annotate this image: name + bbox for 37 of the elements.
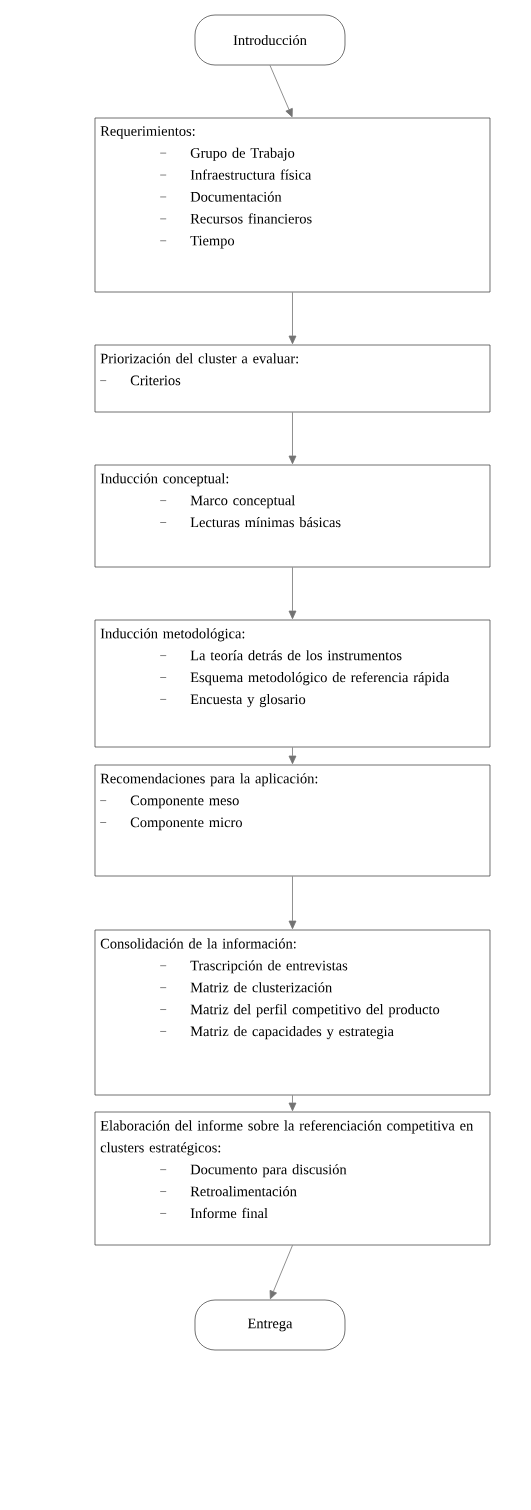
list-item: Retroalimentación bbox=[190, 1186, 297, 1197]
terminal: Entrega bbox=[194, 1299, 346, 1351]
list-item: Informe final bbox=[190, 1207, 268, 1219]
arrow bbox=[269, 1244, 293, 1300]
list-item: Matriz del perfil competitivo del producto bbox=[190, 1003, 440, 1018]
box-heading: Consolidación de la información: bbox=[100, 938, 296, 949]
list-item: Tiempo bbox=[190, 235, 235, 249]
list-item: Recursos financieros bbox=[190, 213, 312, 224]
arrow bbox=[288, 411, 297, 465]
list-item: Criterios bbox=[130, 375, 181, 386]
box-heading: Elaboración del informe sobre la referenciación competitiva en clusters estratégicos: bbox=[100, 1120, 474, 1156]
list-item: Componente micro bbox=[130, 817, 242, 831]
list-item: Documentación bbox=[190, 191, 282, 202]
list-item: Matriz de clusterización bbox=[190, 982, 332, 993]
list-item: Matriz de capacidades y estrategia bbox=[190, 1026, 394, 1040]
arrow bbox=[288, 875, 297, 930]
box-heading: Priorización del cluster a evaluar: bbox=[100, 353, 298, 364]
terminal: Introducción bbox=[194, 14, 346, 66]
list-item: Grupo de Trabajo bbox=[190, 147, 295, 161]
list-item: Esquema metodológico de referencia rápida bbox=[190, 671, 450, 686]
arrow bbox=[288, 1094, 297, 1112]
arrow bbox=[288, 746, 297, 765]
arrow bbox=[288, 566, 297, 620]
arrow bbox=[288, 291, 297, 345]
box-heading: Requerimientos: bbox=[100, 126, 195, 139]
list-item: Lecturas mínimas básicas bbox=[190, 517, 341, 528]
list-item: Documento para discusión bbox=[190, 1164, 347, 1178]
arrow bbox=[269, 64, 293, 118]
box-heading: Inducción conceptual: bbox=[100, 473, 229, 487]
box-heading: Inducción metodológica: bbox=[100, 628, 245, 642]
list-item: La teoría detrás de los instrumentos bbox=[190, 650, 402, 661]
list-item: Infraestructura física bbox=[190, 169, 312, 180]
list-item: Encuesta y glosario bbox=[190, 693, 306, 708]
list-item: Componente meso bbox=[130, 795, 239, 809]
box-heading: Recomendaciones para la aplicación: bbox=[100, 773, 318, 787]
list-item: Trascripción de entrevistas bbox=[190, 960, 348, 974]
list-item: Marco conceptual bbox=[190, 495, 295, 509]
